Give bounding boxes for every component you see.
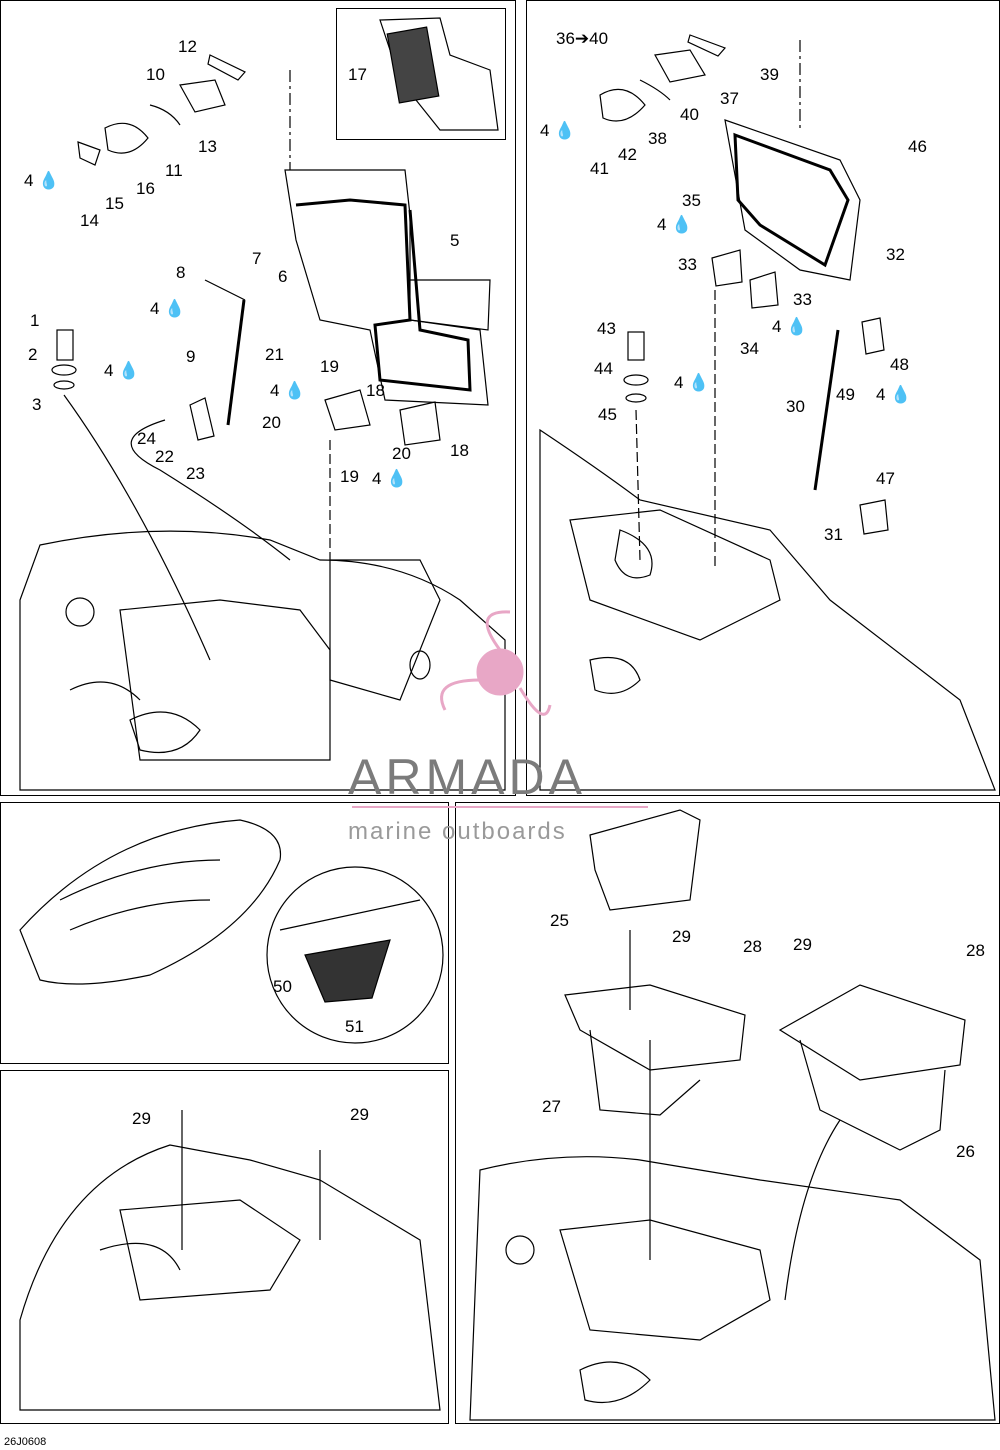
callout-c39: 39 [760, 65, 779, 84]
callout-c22: 22 [155, 447, 174, 466]
callout-c15: 15 [105, 194, 124, 213]
callout-c29d: 29 [350, 1105, 369, 1124]
callout-c20a: 20 [262, 413, 281, 432]
callout-c42: 42 [618, 145, 637, 164]
callout-c18a: 18 [366, 381, 385, 400]
callout-c29c: 29 [132, 1109, 151, 1128]
callout-c46: 46 [908, 137, 927, 156]
callout-c44: 44 [594, 359, 613, 378]
callout-c4c: 4 💧 [104, 361, 140, 380]
callout-c36: 36➔40 [556, 29, 609, 48]
callout-c13: 13 [198, 137, 217, 156]
callout-c4e: 4 💧 [372, 469, 408, 488]
callout-c40: 40 [680, 105, 699, 124]
callout-c18b: 18 [450, 441, 469, 460]
callout-c38: 38 [648, 129, 667, 148]
callout-c27: 27 [542, 1097, 561, 1116]
callout-c34: 34 [740, 339, 759, 358]
callout-c51: 51 [345, 1017, 364, 1036]
callout-c25: 25 [550, 911, 569, 930]
callout-c24: 24 [137, 429, 156, 448]
callout-c1: 1 [30, 311, 40, 330]
callout-c9: 9 [186, 347, 196, 366]
callout-c7: 7 [252, 249, 262, 268]
callout-c4f: 4 💧 [540, 121, 576, 140]
callout-c4d: 4 💧 [270, 381, 306, 400]
watermark-tagline: marine outboards [348, 818, 567, 845]
watermark-divider [352, 806, 648, 808]
callout-c35: 35 [682, 191, 701, 210]
callout-c37: 37 [720, 89, 739, 108]
callout-c48: 48 [890, 355, 909, 374]
callout-c19b: 19 [340, 467, 359, 486]
callout-c49: 49 [836, 385, 855, 404]
callout-c33a: 33 [678, 255, 697, 274]
callout-c4a: 4 💧 [24, 171, 60, 190]
watermark-brand: ARMADA [348, 749, 586, 805]
callout-c4h: 4 💧 [772, 317, 808, 336]
callout-c50: 50 [273, 977, 292, 996]
callout-c31: 31 [824, 525, 843, 544]
panel-cooler-install [455, 802, 1000, 1424]
callout-c6: 6 [278, 267, 288, 286]
callout-c4i: 4 💧 [674, 373, 710, 392]
callout-c3: 3 [32, 395, 42, 414]
callout-c41: 41 [590, 159, 609, 178]
callout-c4j: 4 💧 [876, 385, 912, 404]
callout-c12: 12 [178, 37, 197, 56]
callout-c17: 17 [348, 65, 367, 84]
figure-code: 26J0608 [4, 1436, 47, 1448]
callout-c43: 43 [597, 319, 616, 338]
callout-c47: 47 [876, 469, 895, 488]
callout-c4b: 4 💧 [150, 299, 186, 318]
callout-c29b: 29 [793, 935, 812, 954]
callout-c21: 21 [265, 345, 284, 364]
callout-c33b: 33 [793, 290, 812, 309]
callout-c2: 2 [28, 345, 38, 364]
callout-c5: 5 [450, 231, 460, 250]
callout-c20b: 20 [392, 444, 411, 463]
callout-c29a: 29 [672, 927, 691, 946]
callout-c4g: 4 💧 [657, 215, 693, 234]
callout-c23: 23 [186, 464, 205, 483]
callout-c45: 45 [598, 405, 617, 424]
callout-c30: 30 [786, 397, 805, 416]
callout-c19a: 19 [320, 357, 339, 376]
callout-c32: 32 [886, 245, 905, 264]
callout-c14: 14 [80, 211, 99, 230]
callout-c8: 8 [176, 263, 186, 282]
callout-c26: 26 [956, 1142, 975, 1161]
callout-c16: 16 [136, 179, 155, 198]
callout-c11: 11 [165, 161, 183, 180]
panel-boat-overview [0, 802, 449, 1064]
panel-storage-screws [0, 1070, 449, 1424]
callout-c10: 10 [146, 65, 165, 84]
callout-c28b: 28 [966, 941, 985, 960]
callout-c28a: 28 [743, 937, 762, 956]
